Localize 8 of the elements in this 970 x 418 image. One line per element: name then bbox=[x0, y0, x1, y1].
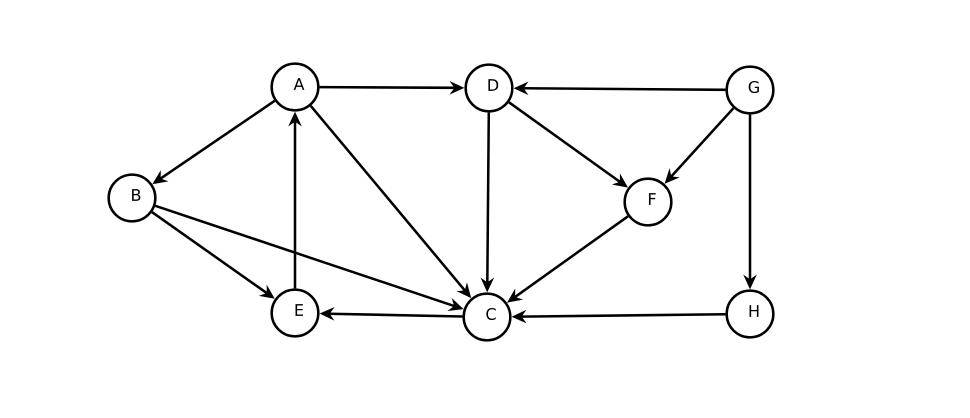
graph-node: D bbox=[464, 63, 514, 113]
graph-node: F bbox=[623, 177, 673, 227]
graph-node: C bbox=[462, 292, 512, 342]
graph-node: B bbox=[107, 173, 157, 223]
graph-node: E bbox=[270, 288, 320, 338]
graph-node: G bbox=[725, 65, 775, 115]
graph-node: A bbox=[270, 62, 320, 112]
graph-node: H bbox=[725, 289, 775, 339]
